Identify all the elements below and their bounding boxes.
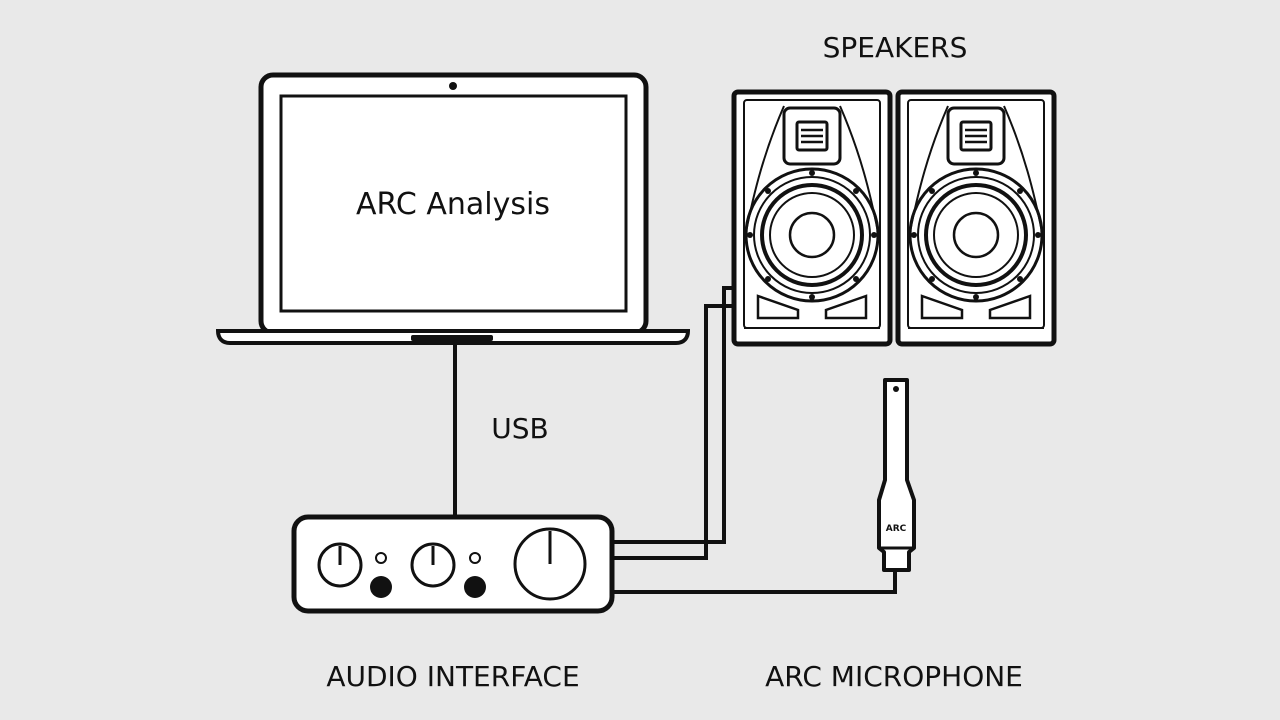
- laptop-camera-icon: [449, 82, 457, 90]
- audio-interface-label: AUDIO INTERFACE: [326, 660, 579, 693]
- speaker-icon: [734, 92, 890, 344]
- microphone-capsule-icon: [893, 386, 899, 392]
- laptop-notch: [411, 335, 493, 341]
- audio-interface-icon: [294, 517, 612, 611]
- microphone-body: [879, 380, 914, 570]
- input-jack-2-icon: [464, 576, 486, 598]
- speaker-left: [734, 92, 890, 344]
- speaker-right: [898, 92, 1054, 344]
- microphone-cable: [612, 572, 895, 592]
- laptop-screen-text: ARC Analysis: [356, 187, 550, 222]
- arc-microphone-label: ARC MICROPHONE: [765, 660, 1023, 693]
- microphone-icon: ARC: [879, 380, 914, 570]
- speakers-label: SPEAKERS: [823, 31, 968, 64]
- microphone-badge: ARC: [886, 524, 907, 534]
- speaker-icon: [898, 92, 1054, 344]
- laptop-icon: ARC Analysis: [218, 75, 688, 343]
- input-jack-1-icon: [370, 576, 392, 598]
- usb-label: USB: [491, 412, 548, 445]
